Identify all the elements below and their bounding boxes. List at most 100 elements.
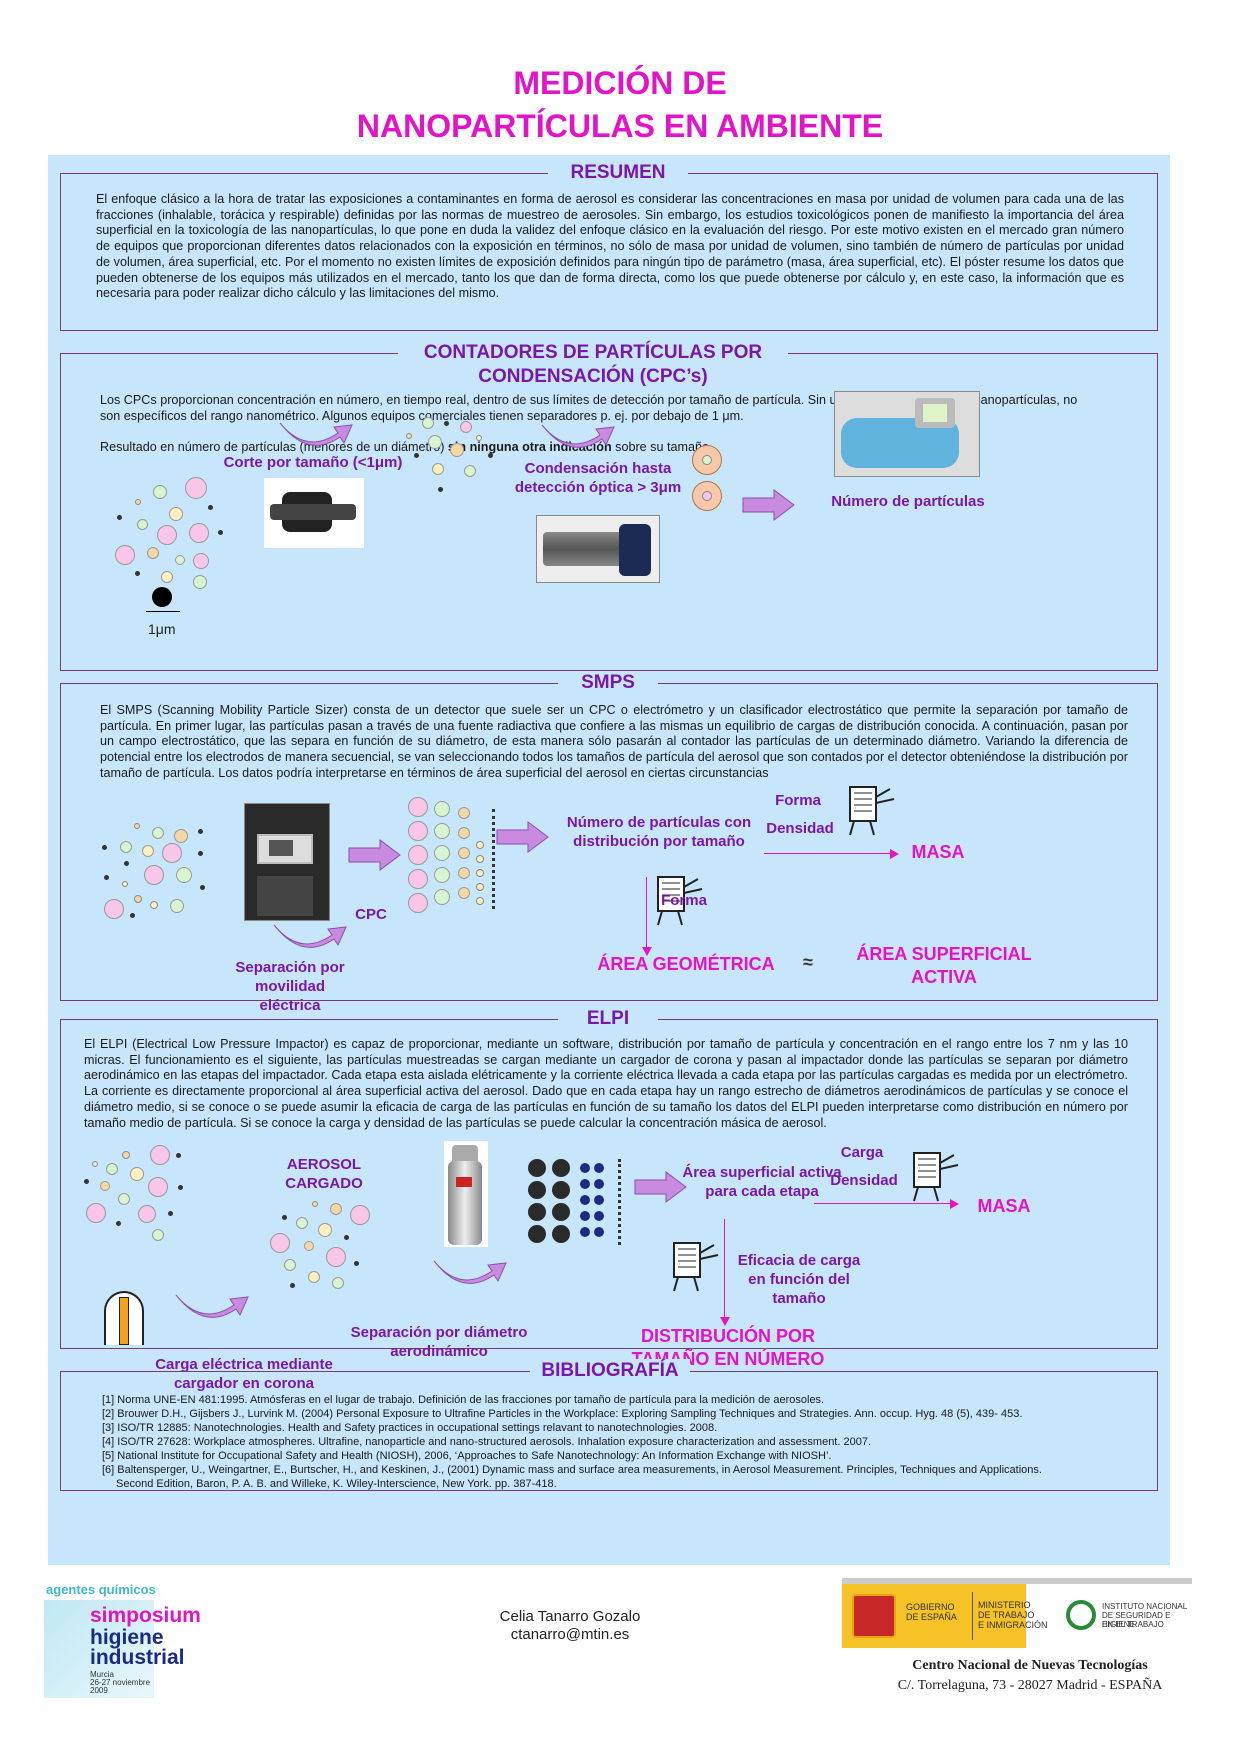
smps-label-densidad: Densidad xyxy=(766,820,834,837)
poster-title: MEDICIÓN DE NANOPARTÍCULAS EN AMBIENTE xyxy=(0,62,1240,148)
cpc-result-prefix: Resultado en número de partículas (menor… xyxy=(100,440,445,454)
droplet-core xyxy=(702,491,712,501)
smps-device-photo xyxy=(244,803,330,921)
title-line-1: MEDICIÓN DE xyxy=(513,65,727,101)
elpi-label-carga-line-2: cargador en corona xyxy=(173,1375,315,1392)
logo-date: 26-27 noviembre xyxy=(90,1678,151,1687)
smps-text: El SMPS (Scanning Mobility Particle Size… xyxy=(100,703,1128,780)
elpi-arrow-to-masa xyxy=(814,1203,954,1204)
scale-particle xyxy=(152,587,172,607)
bibliografia-list: [1] Norma UNE-EN 481:1995. Atmósferas en… xyxy=(102,1393,1152,1491)
gov-line-1: GOBIERNO xyxy=(906,1602,955,1612)
elpi-label-efic-line-3: tamaño xyxy=(772,1290,826,1307)
right-arrow-icon xyxy=(348,839,401,871)
cpc-handheld-photo xyxy=(834,391,980,477)
smps-area-sup-line-2: ACTIVA xyxy=(911,967,977,987)
curved-arrow-icon xyxy=(541,424,615,448)
inst-line-3: EN EL TRABAJO xyxy=(1102,1620,1164,1629)
elpi-label-carga-line-1: Carga eléctrica mediante xyxy=(155,1356,333,1373)
author-name: Celia Tanarro Gozalo xyxy=(499,1608,641,1625)
smps-label-separation: Separación por movilidad eléctrica xyxy=(200,958,380,1015)
bib-ref-6-cont: Second Edition, Baron, P. A. B. and Will… xyxy=(116,1478,557,1490)
right-arrow-icon xyxy=(634,1171,687,1203)
right-arrow-icon xyxy=(742,489,795,521)
cpc-label-cond-line-2: detección óptica > 3μm xyxy=(514,479,682,496)
title-line-2: NANOPARTÍCULAS EN AMBIENTE xyxy=(356,108,884,144)
elpi-label-eficacia: Eficacia de carga en función del tamaño xyxy=(734,1251,864,1308)
bib-ref-3: [3] ISO/TR 12885: Nanotechnologies. Heal… xyxy=(102,1422,718,1434)
elpi-masa: MASA xyxy=(977,1196,1031,1216)
elpi-impactor-photo xyxy=(444,1141,488,1247)
logo-line-1: simposium xyxy=(90,1604,201,1627)
smps-label-forma-top: Forma xyxy=(775,792,821,809)
gov-line-2: DE ESPAÑA xyxy=(906,1612,957,1622)
logo-year: 2009 xyxy=(90,1686,108,1695)
cpc-heading: CONTADORES DE PARTÍCULAS POR CONDENSACIÓ… xyxy=(398,341,788,389)
smps-label-number: Número de partículas con distribución po… xyxy=(564,813,754,851)
smps-particles-sorted xyxy=(406,795,502,925)
logo-top-text: agentes químicos xyxy=(46,1582,156,1597)
elpi-particles-charged xyxy=(268,1201,378,1301)
smps-masa: MASA xyxy=(911,842,965,862)
smps-label-num-line-2: distribución por tamaño xyxy=(573,833,745,850)
scale-label: 1μm xyxy=(148,621,176,637)
centro-address: C/. Torrelaguna, 73 - 28027 Madrid - ESP… xyxy=(897,1678,1163,1693)
cpc-label-condensation: Condensación hasta detección óptica > 3μ… xyxy=(498,459,698,497)
smps-label-sep-line-1: Separación por movilidad xyxy=(235,959,345,995)
elpi-label-carga-electrica: Carga eléctrica mediante cargador en cor… xyxy=(144,1355,344,1393)
government-logo: GOBIERNO DE ESPAÑA MINISTERIO DE TRABAJO… xyxy=(842,1578,1192,1648)
curved-arrow-icon xyxy=(175,1294,249,1318)
elpi-label-carga: Carga xyxy=(840,1144,884,1161)
inst-line-2: DE SEGURIDAD E HIGIENE xyxy=(1102,1611,1171,1629)
bib-ref-4: [4] ISO/TR 27628: Workplace atmospheres.… xyxy=(102,1436,872,1448)
min-line-2: DE TRABAJO xyxy=(978,1610,1035,1620)
smps-approx: ≈ xyxy=(803,952,813,972)
curved-arrow-icon xyxy=(273,924,347,948)
cpc-label-cut: Corte por tamaño (<1μm) xyxy=(223,454,403,471)
smps-arrow-to-masa xyxy=(764,853,894,854)
arrow-head-icon xyxy=(950,1199,959,1209)
author-email[interactable]: ctanarro@mtin.es xyxy=(510,1626,630,1643)
right-arrow-icon xyxy=(496,821,549,853)
elpi-label-efic-line-2: en función del xyxy=(748,1271,850,1288)
elpi-label-sep-line-2: aerodinámico xyxy=(390,1343,488,1360)
cpc-result-suffix: sobre su tamaño. xyxy=(615,440,713,454)
cpc-label-count: Número de partículas xyxy=(831,493,985,510)
logo-line-2: higiene xyxy=(90,1626,164,1649)
smps-heading: SMPS xyxy=(558,671,658,695)
elpi-stages xyxy=(528,1159,638,1249)
inst-line-1: INSTITUTO NACIONAL xyxy=(1102,1602,1188,1611)
bib-ref-2: [2] Brouwer D.H., Gijsbers J., Lurvink M… xyxy=(102,1408,1023,1420)
min-line-1: MINISTERIO xyxy=(978,1600,1031,1610)
logo-place: Murcia xyxy=(90,1670,115,1679)
cartoon-robot-icon xyxy=(657,876,703,926)
smps-area-geometrica: ÁREA GEOMÉTRICA xyxy=(597,954,775,974)
resumen-heading: RESUMEN xyxy=(548,161,688,185)
elpi-arrow-to-dist xyxy=(724,1219,725,1319)
corona-charger-needle xyxy=(119,1297,129,1345)
resumen-text: El enfoque clásico a la hora de tratar l… xyxy=(96,192,1124,301)
smps-arrow-to-area xyxy=(646,877,647,949)
elpi-label-aerosol-line-2: CARGADO xyxy=(285,1175,363,1192)
poster-panel: RESUMEN El enfoque clásico a la hora de … xyxy=(48,155,1170,1565)
cartoon-robot-icon xyxy=(913,1152,959,1202)
elpi-dist-line-1: DISTRIBUCIÓN POR xyxy=(640,1326,815,1346)
smps-label-num-line-1: Número de partículas con xyxy=(566,814,752,831)
elpi-text: El ELPI (Electrical Low Pressure Impacto… xyxy=(84,1037,1128,1130)
cpc-heading-line-2: CONDENSACIÓN (CPC’s) xyxy=(478,366,708,387)
insht-logo-icon xyxy=(1066,1600,1096,1630)
cpc-text: Los CPCs proporcionan concentración en n… xyxy=(100,393,1078,423)
smps-area-sup-line-1: ÁREA SUPERFICIAL xyxy=(856,944,1032,964)
curved-arrow-icon xyxy=(279,422,353,446)
elpi-label-area: Área superficial activa para cada etapa xyxy=(672,1163,852,1201)
arrow-head-icon xyxy=(890,849,899,859)
elpi-label-sep-line-1: Separación por diámetro xyxy=(350,1324,528,1341)
min-line-3: E INMIGRACIÓN xyxy=(978,1620,1048,1630)
centro-name: Centro Nacional de Nuevas Tecnologías xyxy=(912,1658,1148,1673)
coat-of-arms-icon xyxy=(852,1594,896,1638)
scale-bar xyxy=(146,611,180,612)
cpc-particles-filtered xyxy=(404,417,504,497)
arrow-head-icon xyxy=(642,947,652,956)
cpc-device-photo xyxy=(536,515,660,583)
arrow-head-icon xyxy=(720,1317,730,1326)
